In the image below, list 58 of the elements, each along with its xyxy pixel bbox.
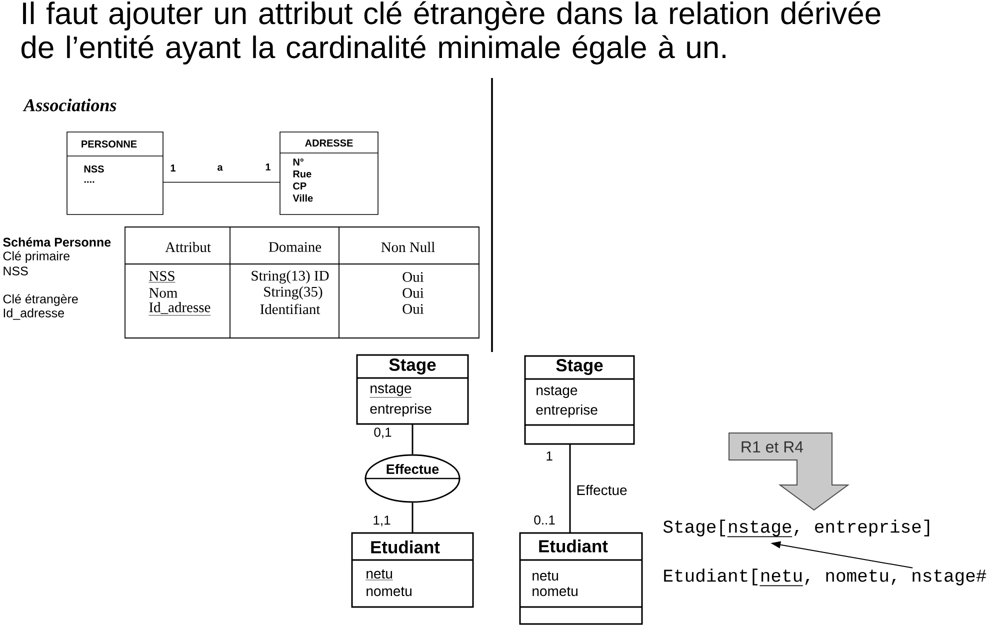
section-heading: Associations xyxy=(22,98,116,112)
class-box xyxy=(519,532,643,625)
attribute-name: NSS xyxy=(84,165,104,173)
table-text: Oui xyxy=(402,272,424,282)
attribute-name: nometu xyxy=(366,586,412,596)
attribute-name: nstage xyxy=(536,386,578,398)
relationship-ellipse xyxy=(364,454,460,503)
cardinality-label: 0,1 xyxy=(374,428,392,438)
connector xyxy=(412,424,414,454)
attribute-name: nometu xyxy=(532,586,578,596)
attribute-name: entreprise xyxy=(370,403,432,417)
connector xyxy=(569,444,571,533)
attribute-name: N° xyxy=(293,158,304,166)
entity-box xyxy=(351,532,474,608)
table-text: String(35) xyxy=(264,286,322,300)
attribute-name: netu xyxy=(366,569,394,580)
entity-name: Stage xyxy=(389,358,436,374)
relation-schema: Etudiant[netu, nometu, nstage# xyxy=(664,568,986,586)
table-text: Id_adresse xyxy=(148,302,211,316)
table-text: NSS xyxy=(148,271,176,282)
entity-name: Etudiant xyxy=(371,540,440,554)
entity-name: PERSONNE xyxy=(82,140,137,148)
heading: Il faut ajouter un attribut clé étrangère dans la relation dérivée de l’entité ayant la cardinalité minimale égale à un. xyxy=(22,1,880,64)
table-text: String(13) ID xyxy=(252,270,329,284)
column-header: Attribut xyxy=(165,242,211,252)
attribute-name: Ville xyxy=(292,194,313,202)
class-box xyxy=(524,355,635,445)
entity-box xyxy=(66,132,164,215)
note-text: Clé étrangère xyxy=(3,294,78,306)
attribute-name: CP xyxy=(293,182,306,190)
cardinality-label: 1,1 xyxy=(374,516,390,526)
column-header: Domaine xyxy=(268,242,322,252)
note-text: Clé primaire xyxy=(3,251,70,263)
entity-name: Etudiant xyxy=(539,540,608,552)
entity-name: Stage xyxy=(556,359,603,375)
entity-box xyxy=(280,132,378,215)
note-text: NSS xyxy=(4,266,28,276)
edge-label: a xyxy=(216,164,224,172)
connector xyxy=(162,182,280,183)
attribute-name: Rue xyxy=(293,170,312,178)
table-text: Identifiant xyxy=(260,304,320,314)
table-text: Oui xyxy=(402,288,424,298)
entity-box xyxy=(356,354,469,425)
note-text: Id_adresse xyxy=(4,308,64,320)
attribute-name: entreprise xyxy=(536,404,598,418)
attribute-name: nstage xyxy=(370,384,412,398)
edge-label: Effectue xyxy=(575,484,628,496)
note-heading: Schéma Personne xyxy=(3,237,111,247)
column-header: Non Null xyxy=(381,242,435,252)
relation-schema: Stage[nstage, entreprise] xyxy=(663,520,930,536)
relationship-name: Effectue xyxy=(386,464,439,474)
connector xyxy=(412,502,414,533)
entity-name: ADRESSE xyxy=(305,139,353,147)
cardinality-label: 1 xyxy=(266,164,270,170)
attribute-name: .... xyxy=(84,181,94,183)
table-text: Oui xyxy=(402,304,424,314)
table-text: Nom xyxy=(149,288,178,298)
attribute-name: netu xyxy=(532,571,558,581)
